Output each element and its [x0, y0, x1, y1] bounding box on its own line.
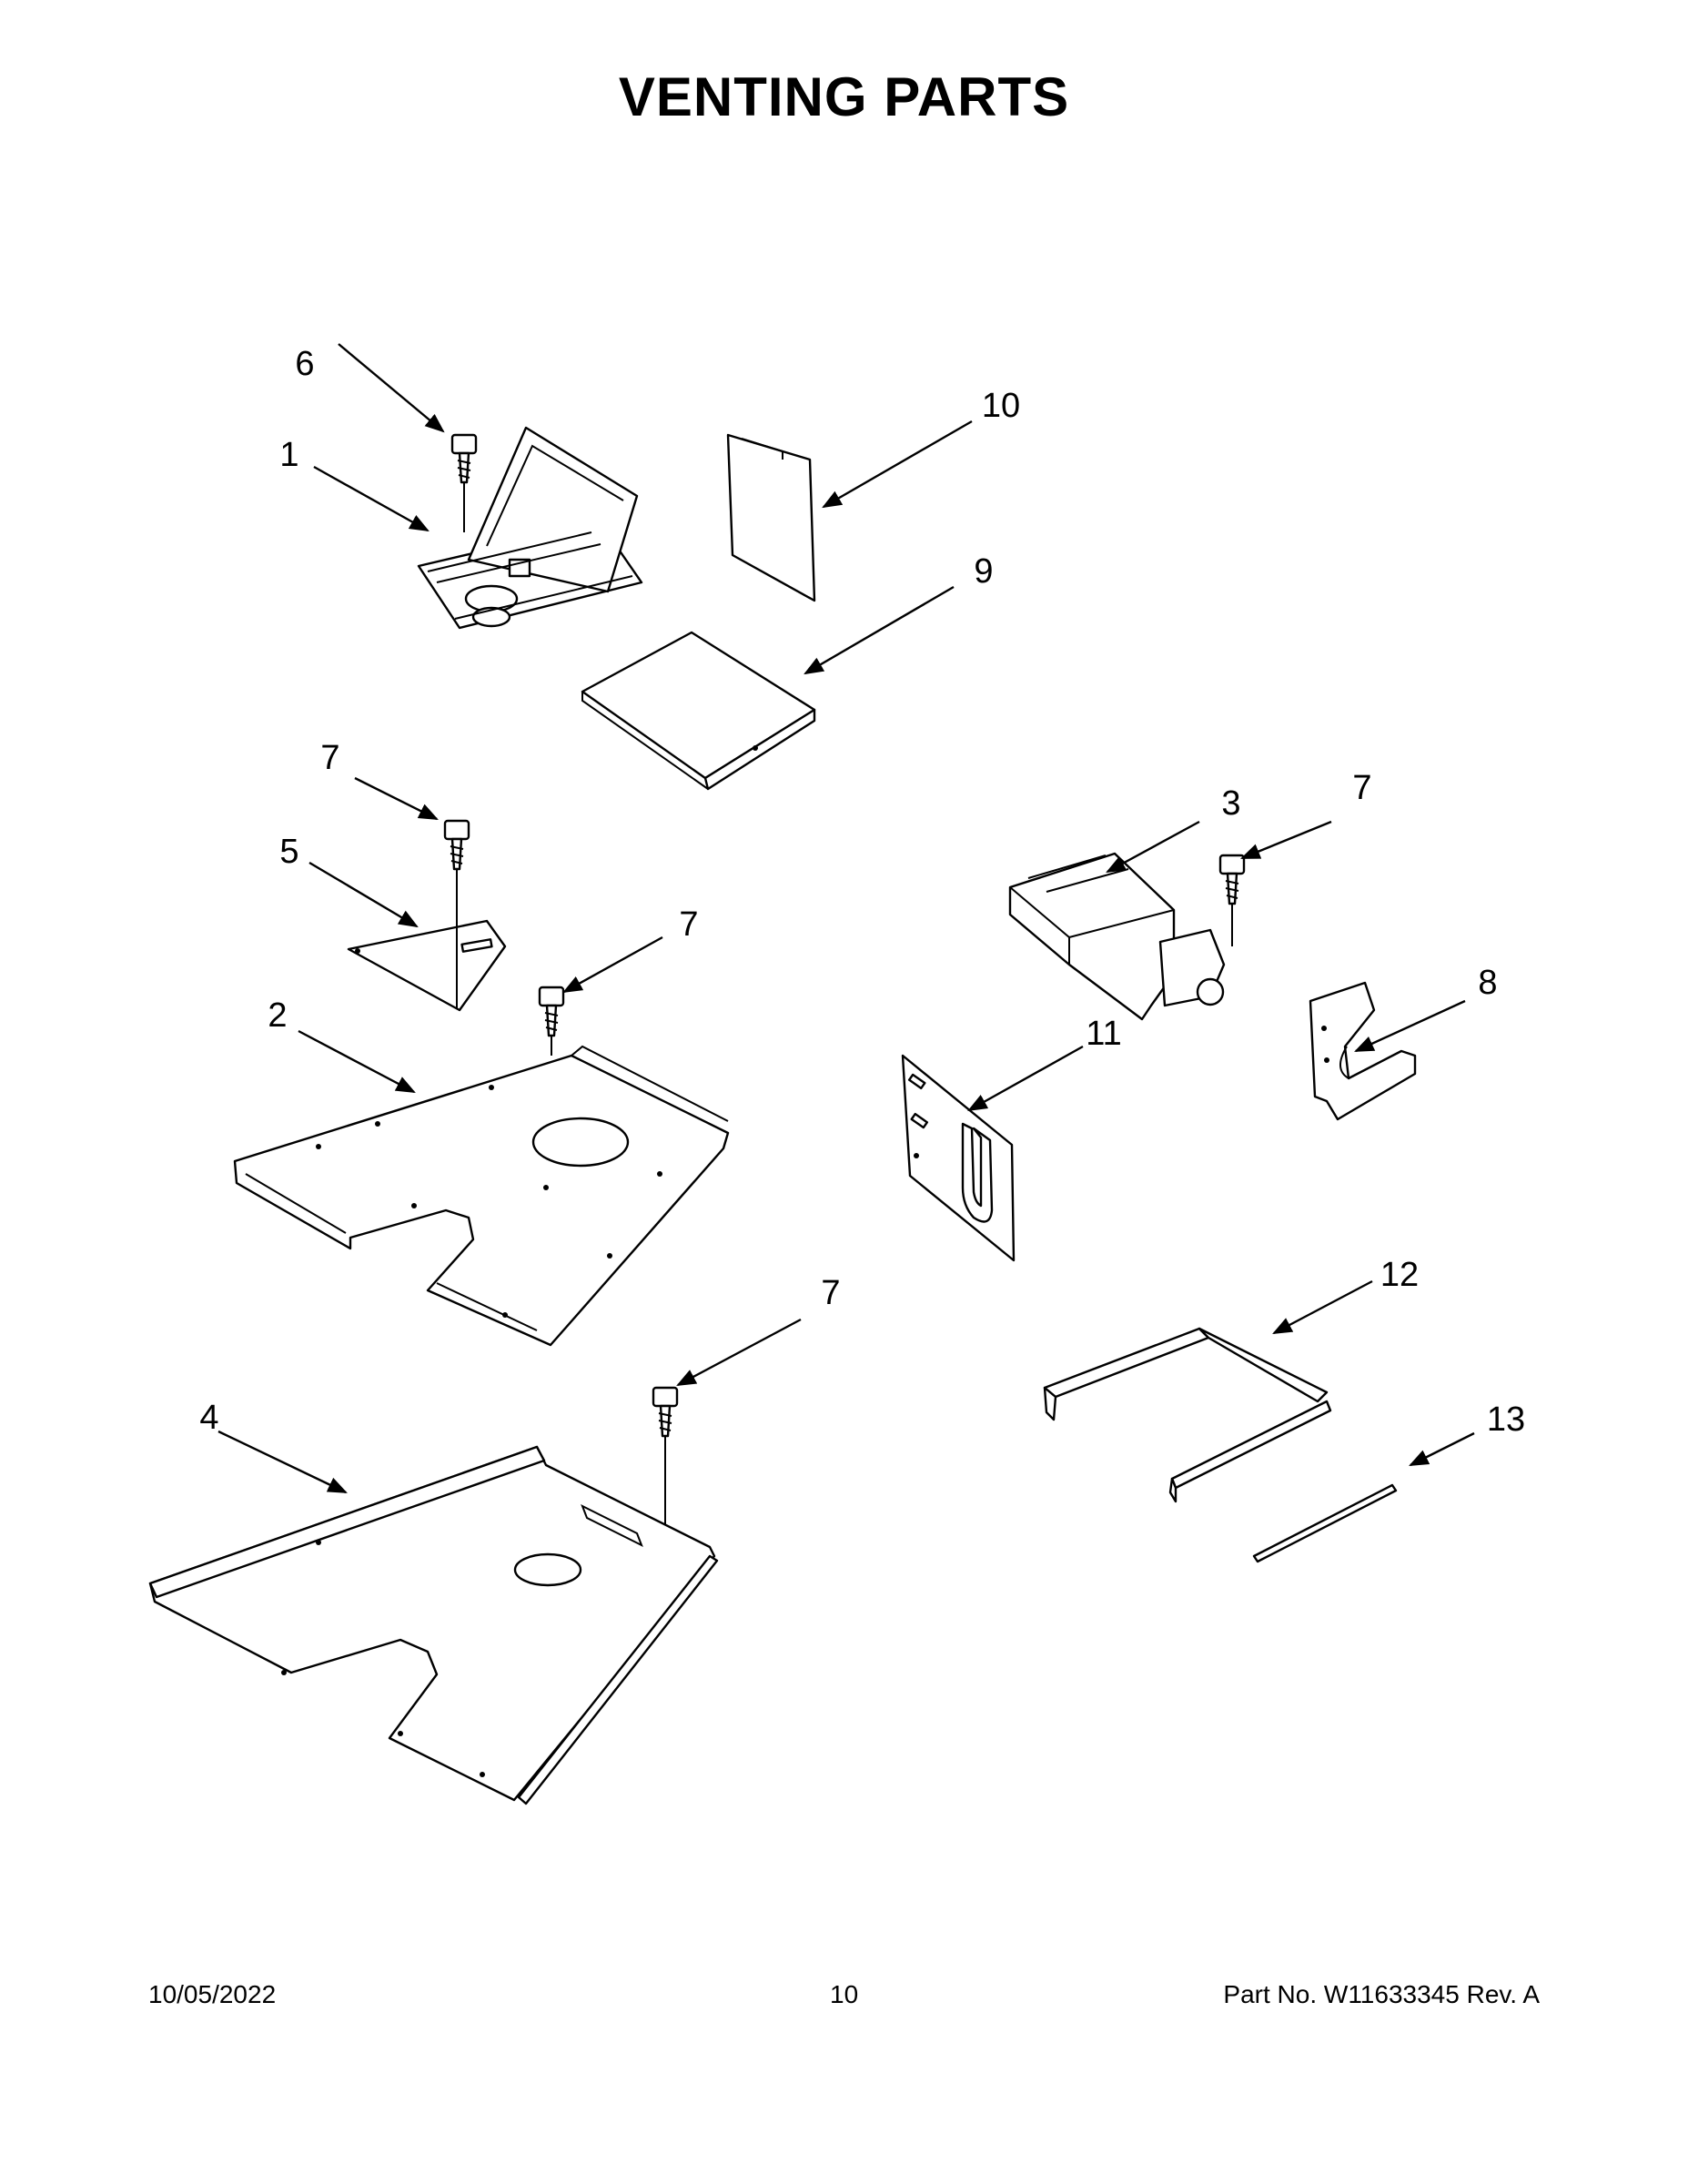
part-7-screw-upper-left [443, 819, 470, 1008]
callout-5: 5 [279, 833, 298, 871]
part-5-bracket [347, 919, 507, 1012]
callout-11: 11 [1086, 1015, 1121, 1053]
part-6-screw [450, 433, 478, 532]
part-11-plate [901, 1054, 1016, 1262]
callout-leader-lines [217, 343, 1475, 1494]
callout-4: 4 [199, 1399, 218, 1437]
part-7-screw-middle [538, 986, 565, 1056]
part-4-base-plate [148, 1445, 719, 1805]
callout-8: 8 [1478, 964, 1497, 1002]
callout-12: 12 [1380, 1256, 1419, 1294]
part-1-vent-duct-assembly [417, 426, 643, 630]
footer-date: 10/05/2022 [148, 1980, 277, 2008]
part-10-panel [726, 433, 816, 602]
part-8-bracket [1309, 981, 1417, 1121]
page-title: VENTING PARTS [618, 66, 1070, 127]
callout-7-lower: 7 [821, 1274, 840, 1312]
callout-1: 1 [279, 436, 298, 474]
footer-page-number: 10 [830, 1980, 859, 2008]
callout-7-middle: 7 [679, 905, 698, 944]
callout-7-upper-left: 7 [320, 739, 339, 777]
part-3-vent-motor-assembly [1008, 852, 1226, 1021]
callout-2: 2 [268, 996, 287, 1035]
callout-9: 9 [974, 552, 993, 591]
callout-6: 6 [295, 345, 314, 383]
part-7-screw-lower [652, 1386, 679, 1602]
callout-7-right: 7 [1352, 769, 1371, 807]
footer-part-number: Part No. W11633345 Rev. A [1223, 1980, 1540, 2008]
part-12-frame [1043, 1327, 1332, 1503]
callout-3: 3 [1221, 784, 1240, 823]
callout-13: 13 [1487, 1400, 1525, 1439]
part-7-screw-right [1218, 854, 1246, 946]
part-13-strip [1252, 1483, 1398, 1563]
part-9-tray [581, 631, 816, 791]
part-2-plate [233, 1045, 730, 1347]
callout-10: 10 [982, 387, 1020, 425]
